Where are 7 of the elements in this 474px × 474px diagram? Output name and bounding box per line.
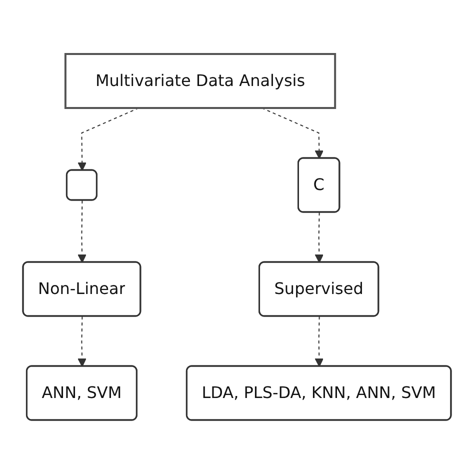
arrow <box>78 316 86 367</box>
arrow <box>261 108 324 159</box>
arrow <box>314 212 324 263</box>
arrow <box>78 200 86 263</box>
node-box: Multivariate Data Analysis <box>64 53 336 109</box>
arrow <box>314 316 324 367</box>
arrow <box>78 108 140 171</box>
